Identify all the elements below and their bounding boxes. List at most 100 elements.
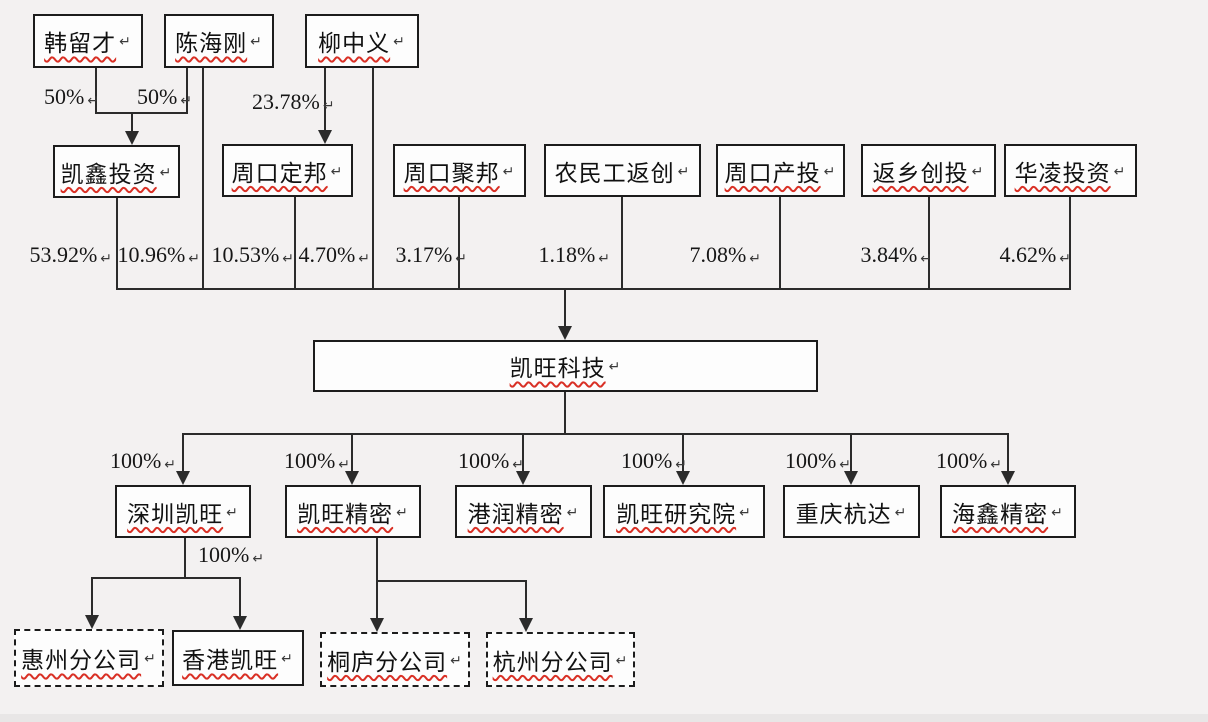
connector-line [202, 68, 204, 290]
node-chongqing-label: 重庆杭达 [795, 501, 892, 527]
node-dingbang-label: 周口定邦 [231, 160, 328, 186]
node-yanjiuyuan-label: 凯旺研究院 [616, 501, 737, 527]
return-mark: ↵ [920, 251, 932, 267]
node-tonglu-box: 桐庐分公司↵ [320, 632, 470, 687]
connector-line [116, 288, 1071, 290]
return-mark: ↵ [971, 163, 985, 180]
node-liu-box: 柳中义↵ [305, 14, 419, 68]
node-xianggang-box: 香港凯旺↵ [172, 630, 304, 686]
return-mark: ↵ [598, 251, 610, 267]
pct-dingbang-label: 10.53%↵ [211, 242, 294, 267]
return-mark: ↵ [675, 457, 687, 473]
node-chen-label: 陈海刚 [175, 31, 248, 56]
pct-han-kaixin-label: 50%↵ [44, 84, 100, 109]
connector-line [91, 577, 93, 615]
node-gangrun-label: 港润精密 [467, 501, 564, 527]
connector-line [1069, 197, 1071, 290]
node-kaixin-box: 凯鑫投资↵ [53, 145, 180, 198]
connector-line [186, 68, 188, 113]
return-mark: ↵ [358, 251, 370, 267]
return-mark: ↵ [739, 504, 752, 521]
connector-line [239, 577, 241, 616]
connector-line [850, 433, 852, 471]
connector-line [116, 198, 118, 290]
node-shenzhen-label: 深圳凯旺 [127, 501, 224, 527]
node-chantou-box: 周口产投↵ [716, 144, 845, 197]
return-mark: ↵ [144, 651, 157, 667]
node-haixin-box: 海鑫精密↵ [940, 485, 1076, 538]
return-mark: ↵ [226, 504, 239, 521]
connector-line [779, 197, 781, 290]
connector-line [376, 538, 378, 582]
arrow-down-icon [1001, 471, 1015, 485]
connector-line [95, 68, 97, 113]
node-hualing-box: 华凌投资↵ [1004, 144, 1137, 197]
node-jubang-label: 周口聚邦 [403, 160, 500, 186]
return-mark: ↵ [839, 457, 851, 473]
arrow-down-icon [345, 471, 359, 485]
pct-chantou-label: 7.08%↵ [689, 242, 761, 267]
node-jingmi-box: 凯旺精密↵ [285, 485, 421, 538]
node-yanjiuyuan-box: 凯旺研究院↵ [603, 485, 765, 538]
node-fanxiang-label: 返乡创投 [872, 160, 969, 186]
return-mark: ↵ [1113, 163, 1127, 180]
pct-jubang-label: 3.17%↵ [395, 242, 467, 267]
node-chen-box: 陈海刚↵ [164, 14, 274, 68]
arrow-down-icon [318, 130, 332, 144]
return-mark: ↵ [100, 251, 112, 267]
connector-line [1007, 433, 1009, 471]
connector-line [458, 197, 460, 290]
node-han-label: 韩留才 [44, 31, 117, 56]
connector-line [376, 580, 378, 618]
node-haixin-label: 海鑫精密 [952, 501, 1049, 527]
node-kaiwang-box: 凯旺科技↵ [313, 340, 818, 392]
return-mark: ↵ [990, 457, 1002, 473]
pct-sub-shenzhen-label: 100%↵ [109, 448, 176, 473]
return-mark: ↵ [1059, 251, 1071, 267]
return-mark: ↵ [396, 504, 409, 521]
node-jingmi-label: 凯旺精密 [297, 501, 394, 527]
connector-line [682, 433, 684, 471]
node-nmg-label: 农民工返创 [554, 160, 675, 186]
node-nmg-box: 农民工返创↵ [544, 144, 701, 197]
node-chongqing-box: 重庆杭达↵ [783, 485, 920, 538]
pct-nmg-label: 1.18%↵ [538, 242, 610, 267]
connector-line [376, 580, 527, 582]
pct-shenzhen-children-label: 100%↵ [198, 542, 265, 567]
node-xianggang-label: 香港凯旺 [182, 648, 279, 673]
connector-line [324, 68, 326, 130]
connector-line [95, 112, 188, 114]
return-mark: ↵ [502, 163, 516, 180]
return-mark: ↵ [749, 251, 761, 267]
connector-line [182, 433, 184, 471]
node-huizhou-label: 惠州分公司 [21, 648, 142, 673]
return-mark: ↵ [823, 163, 837, 180]
return-mark: ↵ [894, 504, 908, 521]
node-hualing-label: 华凌投资 [1014, 160, 1111, 186]
return-mark: ↵ [188, 251, 200, 267]
connector-line [564, 392, 566, 435]
arrow-down-icon [370, 618, 384, 632]
node-huizhou-box: 惠州分公司↵ [14, 629, 164, 687]
connector-line [182, 433, 1009, 435]
node-liu-label: 柳中义 [318, 31, 391, 56]
connector-line [294, 197, 296, 290]
arrow-down-icon [844, 471, 858, 485]
connector-line [184, 538, 186, 579]
return-mark: ↵ [338, 457, 350, 473]
node-gangrun-box: 港润精密↵ [455, 485, 592, 538]
return-mark: ↵ [677, 163, 691, 180]
pct-sub-yanjiuyuan-label: 100%↵ [620, 448, 687, 473]
connector-line [522, 433, 524, 471]
arrow-down-icon [516, 471, 530, 485]
node-hangzhou-box: 杭州分公司↵ [486, 632, 635, 687]
return-mark: ↵ [164, 457, 176, 473]
pct-sub-gangrun-label: 100%↵ [457, 448, 524, 473]
arrow-down-icon [85, 615, 99, 629]
return-mark: ↵ [322, 98, 335, 114]
bottom-bar [0, 714, 1208, 722]
arrow-down-icon [176, 471, 190, 485]
pct-fanxiang-label: 3.84%↵ [860, 242, 932, 267]
return-mark: ↵ [87, 93, 100, 109]
